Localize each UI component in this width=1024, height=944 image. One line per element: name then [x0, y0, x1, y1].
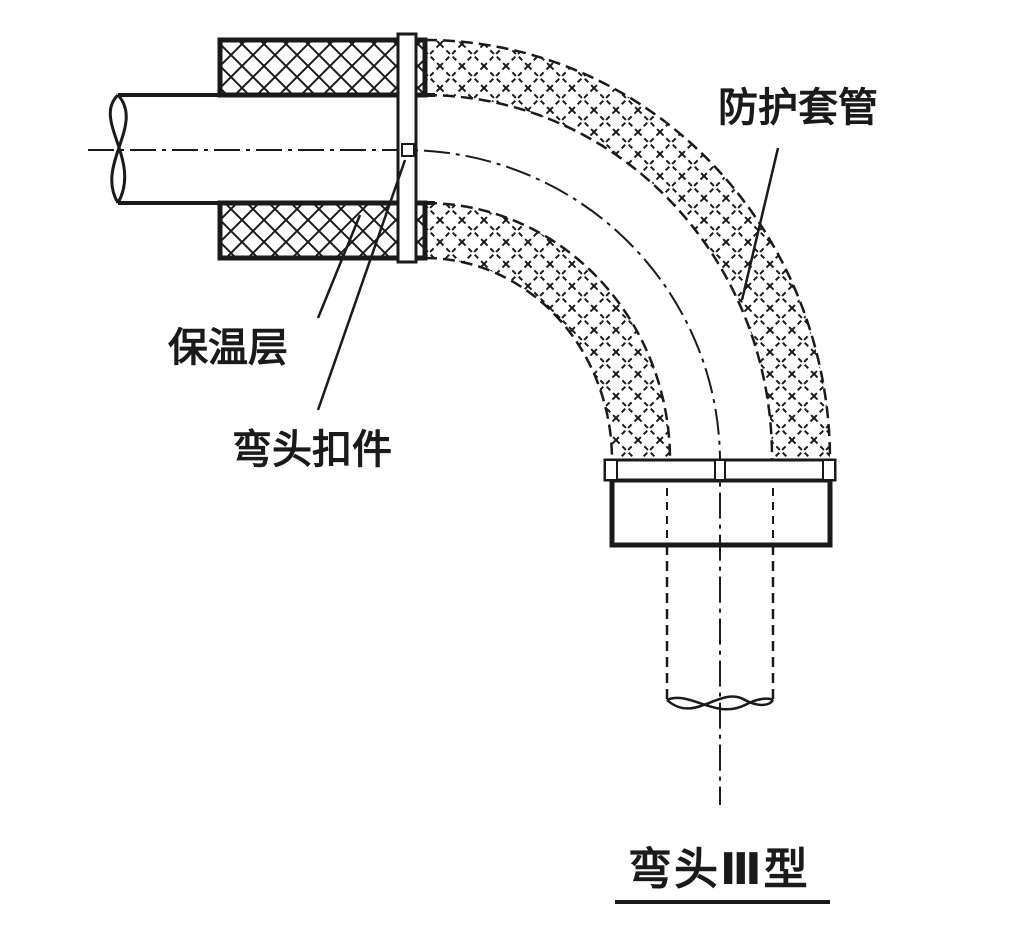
label-sleeve: 防护套管 [718, 85, 878, 131]
elbow-clamp [396, 32, 418, 264]
diagram-caption: 弯头Ⅲ型 [628, 844, 810, 895]
pipe-left [108, 93, 435, 205]
label-clamp: 弯头扣件 [232, 427, 392, 473]
centerline [88, 149, 721, 805]
insulation-bottom-block [603, 458, 837, 548]
label-insulation: 保温层 [168, 325, 288, 371]
insulation-curved [424, 38, 832, 461]
insulation-straight [217, 37, 428, 261]
leader-lines [316, 147, 780, 411]
pipe-bottom [665, 460, 775, 711]
